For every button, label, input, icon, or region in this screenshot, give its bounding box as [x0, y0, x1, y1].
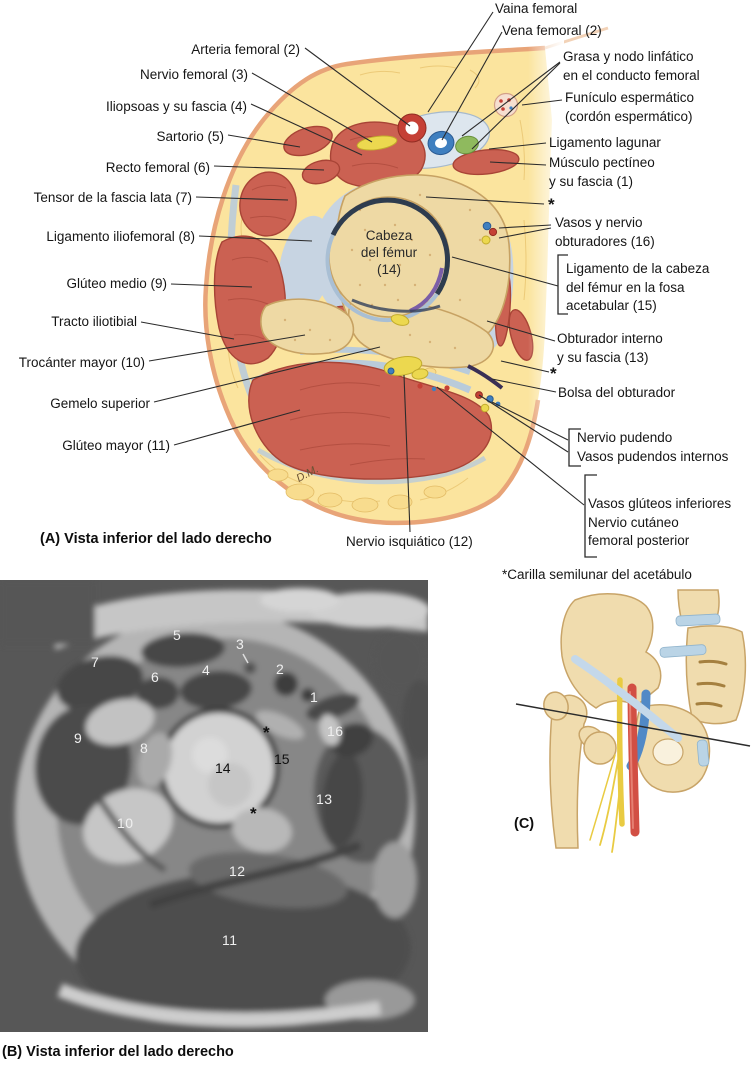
label-nervio-femoral: Nervio femoral (3): [139, 67, 248, 82]
caption-panel-b: (B) Vista inferior del lado derecho: [2, 1044, 234, 1060]
lymph-node: [455, 135, 479, 155]
label-ligamento-iliofemoral: Ligamento iliofemoral (8): [46, 229, 195, 244]
mri-marker-9: 9: [74, 730, 83, 746]
mri-marker-14: 14: [215, 760, 231, 776]
mri-marker-star-inferior: *: [250, 804, 257, 823]
femur-bone: [549, 694, 588, 849]
mri-marker-8: 8: [140, 740, 149, 756]
panel-c-orientation: [515, 589, 751, 853]
note-carilla-semilunar: *Carilla semilunar del acetábulo: [502, 567, 692, 582]
label-nervio-pudendo: Nervio pudendo Vasos pudendos internos: [577, 430, 729, 464]
label-vasos-obturadores: Vasos y nervio obturadores (16): [555, 215, 655, 249]
sacrum-bone: [685, 625, 747, 725]
mri-marker-star-superior: *: [263, 723, 270, 742]
label-gemelo-superior: Gemelo superior: [50, 396, 150, 411]
label-tensor-fascia-lata: Tensor de la fascia lata (7): [33, 190, 192, 205]
section-plane-line: [515, 703, 751, 747]
label-asterisco-inferior: *: [550, 364, 557, 383]
label-musculo-pectineo: Músculo pectíneo y su fascia (1): [549, 155, 655, 189]
mri-marker-3-tick: [242, 653, 249, 664]
label-ligamento-lagunar: Ligamento lagunar: [549, 135, 661, 150]
leader-lines: [140, 11, 585, 533]
obturator-foramen: [652, 738, 684, 766]
panel-b-mri: [0, 580, 428, 1032]
mri-marker-13: 13: [316, 791, 333, 807]
label-vasos-gluteos: Vasos glúteos inferiores Nervio cutáneo …: [588, 496, 732, 548]
label-trocanter-mayor: Trocánter mayor (10): [18, 355, 145, 370]
label-recto-femoral: Recto femoral (6): [105, 160, 210, 175]
label-obturador-interno: Obturador interno y su fascia (13): [557, 331, 663, 365]
label-brackets: [557, 254, 597, 558]
mri-marker-16: 16: [327, 723, 344, 739]
mri-marker-5: 5: [173, 627, 182, 643]
mri-marker-11: 11: [222, 932, 238, 948]
panel-a-illustration: [140, 11, 609, 558]
obturator-bursa: [467, 364, 504, 390]
label-vaina-femoral: Vaina femoral: [495, 1, 578, 16]
caption-panel-a: (A) Vista inferior del lado derecho: [40, 531, 272, 547]
label-vena-femoral: Vena femoral (2): [502, 23, 602, 38]
label-bolsa-obturador: Bolsa del obturador: [558, 385, 676, 400]
label-grasa-nodo: Grasa y nodo linfático en el conducto fe…: [563, 49, 700, 83]
label-arteria-femoral: Arteria femoral (2): [191, 42, 300, 57]
femoral-head-c: [583, 731, 617, 765]
label-ligamento-cabeza: Ligamento de la cabeza del fémur en la f…: [566, 261, 710, 313]
label-asterisco-superior: *: [548, 195, 555, 214]
label-gluteo-medio: Glúteo medio (9): [66, 276, 167, 291]
mri-marker-7: 7: [91, 654, 100, 670]
mri-marker-12: 12: [229, 863, 246, 879]
mri-marker-2: 2: [276, 661, 285, 677]
label-cabeza-femur: Cabeza del fémur (14): [360, 228, 418, 277]
label-funiculo: Funículo espermático (cordón espermático…: [565, 90, 695, 124]
label-sartorio: Sartorio (5): [156, 129, 224, 144]
mri-marker-1: 1: [310, 689, 319, 705]
label-gluteo-mayor: Glúteo mayor (11): [62, 438, 170, 453]
mri-marker-3: 3: [236, 636, 245, 652]
caption-panel-c: (C): [514, 816, 535, 832]
label-iliopsoas: Iliopsoas y su fascia (4): [105, 99, 247, 114]
mri-marker-4: 4: [202, 662, 211, 678]
mri-marker-15: 15: [274, 751, 290, 767]
label-tracto-iliotibial: Tracto iliotibial: [51, 314, 137, 329]
bone-shapes: [260, 174, 511, 369]
mri-marker-6: 6: [151, 669, 160, 685]
ligament-head-femur: [409, 267, 444, 313]
bone-speckles: [283, 193, 482, 350]
mri-marker-10: 10: [117, 815, 134, 831]
acetabular-cartilage-dark: [330, 197, 450, 296]
label-nervio-isquiatico: Nervio isquiático (12): [346, 534, 473, 549]
